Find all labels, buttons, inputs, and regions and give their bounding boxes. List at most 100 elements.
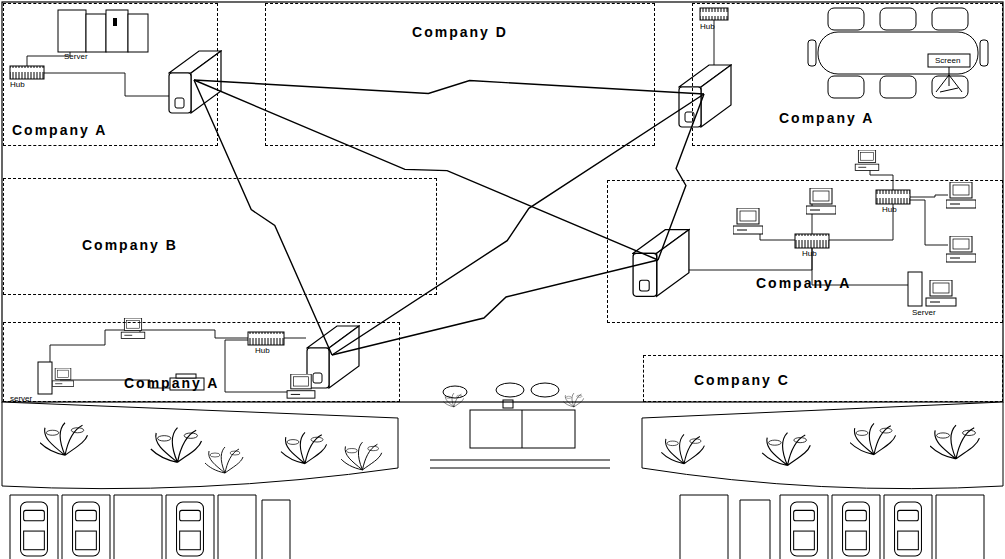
company-region: Company A: [692, 3, 1003, 146]
conference-room-part: [808, 40, 816, 66]
landscaping-part: [930, 425, 979, 459]
computers-part: [806, 188, 836, 214]
parking-lot-part: [262, 500, 770, 559]
wireless-link: [194, 80, 332, 355]
company-region: Company A: [3, 322, 400, 402]
equipment-label: Server: [912, 308, 936, 317]
company-region: Company D: [265, 3, 655, 146]
landscaping-part: [503, 400, 513, 408]
equipment-label: Hub: [700, 22, 715, 31]
conference-room-part: [932, 8, 968, 30]
computers-part: [946, 236, 976, 262]
landscaping-part: [40, 423, 88, 456]
building-outline: [2, 2, 1003, 402]
server-cabinet-part: [58, 10, 86, 52]
parking-lot-part: [680, 495, 984, 559]
wireless-link: [332, 260, 658, 355]
computers-part: [733, 208, 763, 234]
parking-lot-part: [21, 502, 48, 556]
company-region: Company A: [3, 3, 218, 146]
conference-room-part: [932, 76, 968, 98]
network-wires-part: [910, 200, 948, 245]
parking-lot-part: [895, 502, 922, 556]
server-cabinet-part: [113, 18, 117, 26]
computers-part: [52, 368, 73, 387]
computers-part: [287, 374, 315, 398]
conference-room-part: [936, 67, 962, 92]
network-wires: [27, 20, 948, 392]
region-label: Company A: [124, 375, 219, 391]
computers-part: [926, 280, 956, 306]
landscaping-part: [661, 434, 704, 463]
landscaping-part: [430, 410, 610, 468]
parking-lot-part: [791, 502, 818, 556]
equipment-label: Hub: [882, 205, 897, 214]
equipment-label: Screen: [935, 56, 960, 65]
region-label: Company A: [12, 122, 107, 138]
equipment-label: server: [10, 394, 32, 403]
network-wires-part: [27, 52, 70, 66]
parking-lot-part: [73, 502, 100, 556]
equipment-label: Hub: [255, 346, 270, 355]
network-wires-part: [44, 73, 172, 96]
landscaping-part: [850, 423, 896, 454]
server-cabinet: [58, 10, 148, 52]
region-label: Company D: [412, 24, 508, 40]
computers-part: [946, 182, 976, 208]
hub-icons-part: [700, 8, 728, 20]
landscaping-part: [2, 402, 398, 489]
wireless-bridges-part: [679, 65, 731, 127]
server-cabinet-part: [86, 14, 106, 52]
wireless-bridges: [169, 51, 731, 388]
conference-room-part: [980, 40, 988, 66]
landscaping-part: [762, 433, 810, 466]
computers: [38, 150, 976, 398]
equipment-label: Server: [64, 52, 88, 61]
conference-room-part: [818, 32, 978, 74]
computers-part: [908, 272, 922, 306]
server-cabinet-part: [106, 10, 128, 52]
equipment-label: Hub: [10, 80, 25, 89]
landscaping-part: [443, 393, 463, 407]
conference-room-part: [828, 76, 864, 98]
region-label: Company C: [694, 372, 790, 388]
landscaping: [2, 383, 1003, 489]
conference-room-part: [928, 54, 970, 67]
landscaping-part: [281, 432, 327, 463]
landscaping-part: [642, 402, 1003, 489]
hub-icons-part: [876, 190, 910, 204]
company-region: Company C: [643, 355, 1003, 402]
parking-lot-part: [10, 495, 256, 559]
computers-part: [855, 150, 879, 170]
conference-room-part: [880, 8, 916, 30]
landscaping-part: [563, 393, 583, 407]
wireless-bridges-part: [633, 230, 689, 297]
wireless-link: [194, 80, 704, 94]
landscaping-part: [496, 383, 524, 397]
network-wires-part: [910, 195, 948, 197]
wireless-bridges-part: [307, 326, 359, 388]
landscaping-part: [531, 383, 559, 397]
landscaping-part: [443, 386, 467, 398]
conference-room-part: [880, 76, 916, 98]
server-cabinet-part: [128, 14, 148, 52]
network-wires-part: [760, 226, 795, 240]
conference-room-part: [828, 8, 864, 30]
region-label: Company B: [82, 237, 178, 253]
network-wires-part: [225, 340, 300, 392]
computers-part: [38, 362, 52, 394]
network-wires-part: [284, 338, 306, 339]
region-label: Company A: [756, 275, 851, 291]
region-label: Company A: [779, 110, 874, 126]
conference-room: [808, 8, 988, 98]
hub-icons-part: [795, 234, 829, 248]
parking-lot: [10, 495, 984, 559]
parking-lot-part: [177, 502, 204, 556]
parking-lot-part: [843, 502, 870, 556]
hub-icons-part: [10, 66, 44, 79]
landscaping-part: [341, 442, 382, 470]
